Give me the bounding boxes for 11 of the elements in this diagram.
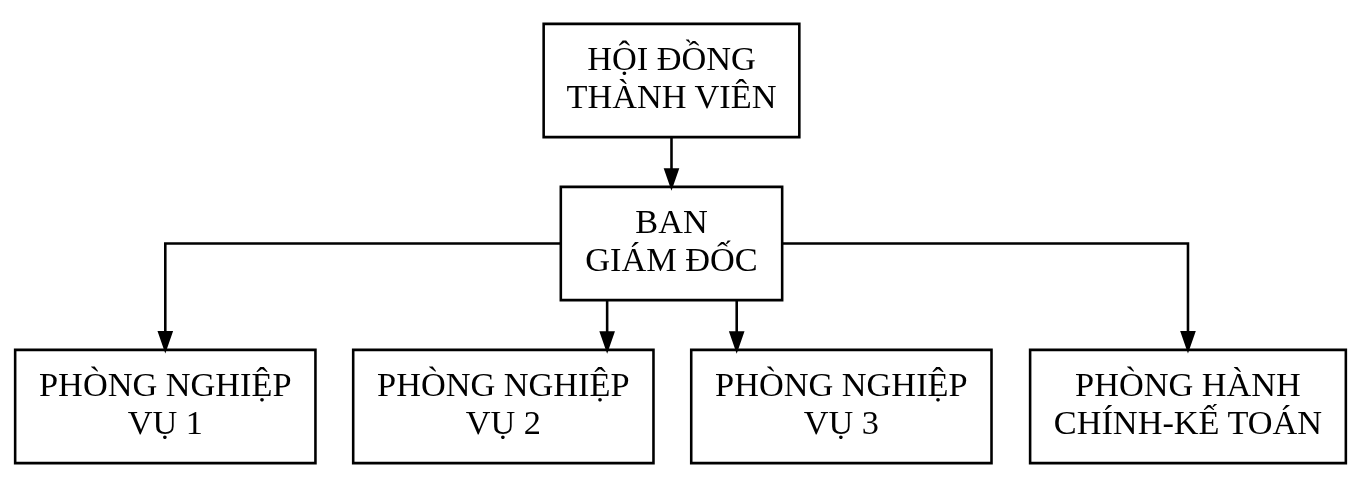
arrow xyxy=(728,300,745,354)
node-box: PHÒNG HÀNH CHÍNH-KẾ TOÁN xyxy=(1028,348,1348,464)
arrow xyxy=(599,300,615,354)
node-box: PHÒNG NGHIỆP VỤ 2 xyxy=(351,348,655,464)
arrow xyxy=(663,137,680,191)
node-box: PHÒNG NGHIỆP VỤ 3 xyxy=(689,348,993,464)
arrow xyxy=(157,241,561,353)
node-box: HỘI ĐỒNG THÀNH VIÊN xyxy=(542,22,801,138)
arrow xyxy=(782,241,1196,353)
node-box: PHÒNG NGHIỆP VỤ 1 xyxy=(13,348,317,464)
node-box: BAN GIÁM ĐỐC xyxy=(559,185,784,301)
